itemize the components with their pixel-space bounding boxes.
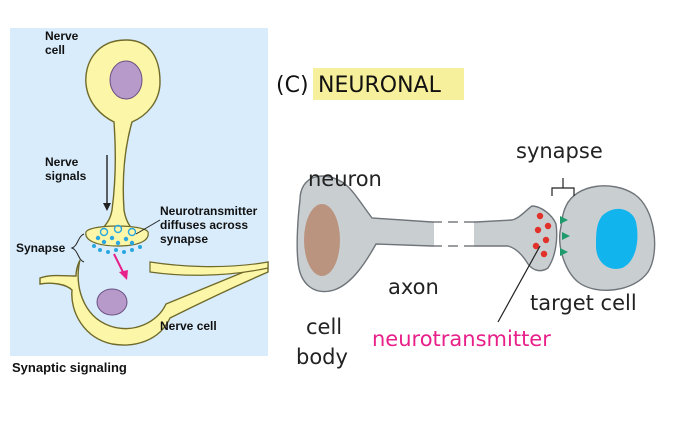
- synapse-bracket: [70, 233, 85, 263]
- neuron-cell: [296, 175, 558, 293]
- cell-body-nucleus: [304, 204, 340, 276]
- neurotransmitter-pointer-right: [497, 245, 541, 323]
- label-cell-body-2: body: [296, 345, 348, 369]
- label-neurotransmitter-1: Neurotransmitter: [160, 204, 258, 218]
- synaptic-signaling-illustration: Nerve cell Nerve signals Neurotransmitte…: [12, 29, 269, 375]
- heading-prefix: (C): [276, 73, 309, 98]
- heading-highlight-box: [313, 68, 464, 100]
- label-neurotransmitter-3: synapse: [160, 232, 208, 246]
- caption-synaptic-signaling: Synaptic signaling: [12, 360, 127, 375]
- synapse-bracket-right: [551, 178, 575, 196]
- synaptic-vesicle-bumps: [99, 224, 137, 237]
- label-neuron: neuron: [308, 167, 382, 191]
- upper-dendrite: [149, 261, 269, 276]
- diffusion-arrow: [113, 253, 125, 275]
- label-neurotransmitter-2: diffuses across: [160, 218, 248, 232]
- neurotransmitter-vesicles: [92, 235, 142, 254]
- bottom-nerve-cell: [39, 259, 269, 346]
- label-target-cell: target cell: [530, 291, 637, 315]
- nerve-signal-arrowhead: [103, 203, 111, 211]
- label-axon: axon: [388, 275, 439, 299]
- neurotransmitter-vesicles-red: [532, 212, 552, 258]
- receptors: [560, 216, 570, 256]
- label-nerve-signals-1: Nerve: [45, 155, 79, 169]
- bottom-nucleus: [96, 288, 128, 316]
- diffusion-arrowhead: [119, 270, 128, 280]
- label-nerve-cell-top-1: Nerve: [45, 29, 79, 43]
- label-cell-body-1: cell: [306, 315, 342, 339]
- neuronal-illustration: (C) NEURONAL neuron syn: [276, 68, 656, 369]
- heading-neuronal: NEURONAL: [318, 73, 442, 98]
- target-cell-nucleus: [596, 208, 638, 269]
- label-neurotransmitter-right: neurotransmitter: [372, 327, 551, 351]
- axon-break: [434, 220, 474, 248]
- top-nucleus: [109, 60, 143, 100]
- label-nerve-signals-2: signals: [45, 169, 87, 183]
- label-nerve-cell-top-2: cell: [45, 43, 65, 57]
- label-synapse-left: Synapse: [16, 241, 66, 255]
- axon-break-dashes: [434, 221, 474, 247]
- label-synapse-right: synapse: [516, 139, 603, 163]
- neurotransmitter-pointer: [135, 219, 161, 235]
- label-nerve-cell-bottom: Nerve cell: [160, 319, 217, 333]
